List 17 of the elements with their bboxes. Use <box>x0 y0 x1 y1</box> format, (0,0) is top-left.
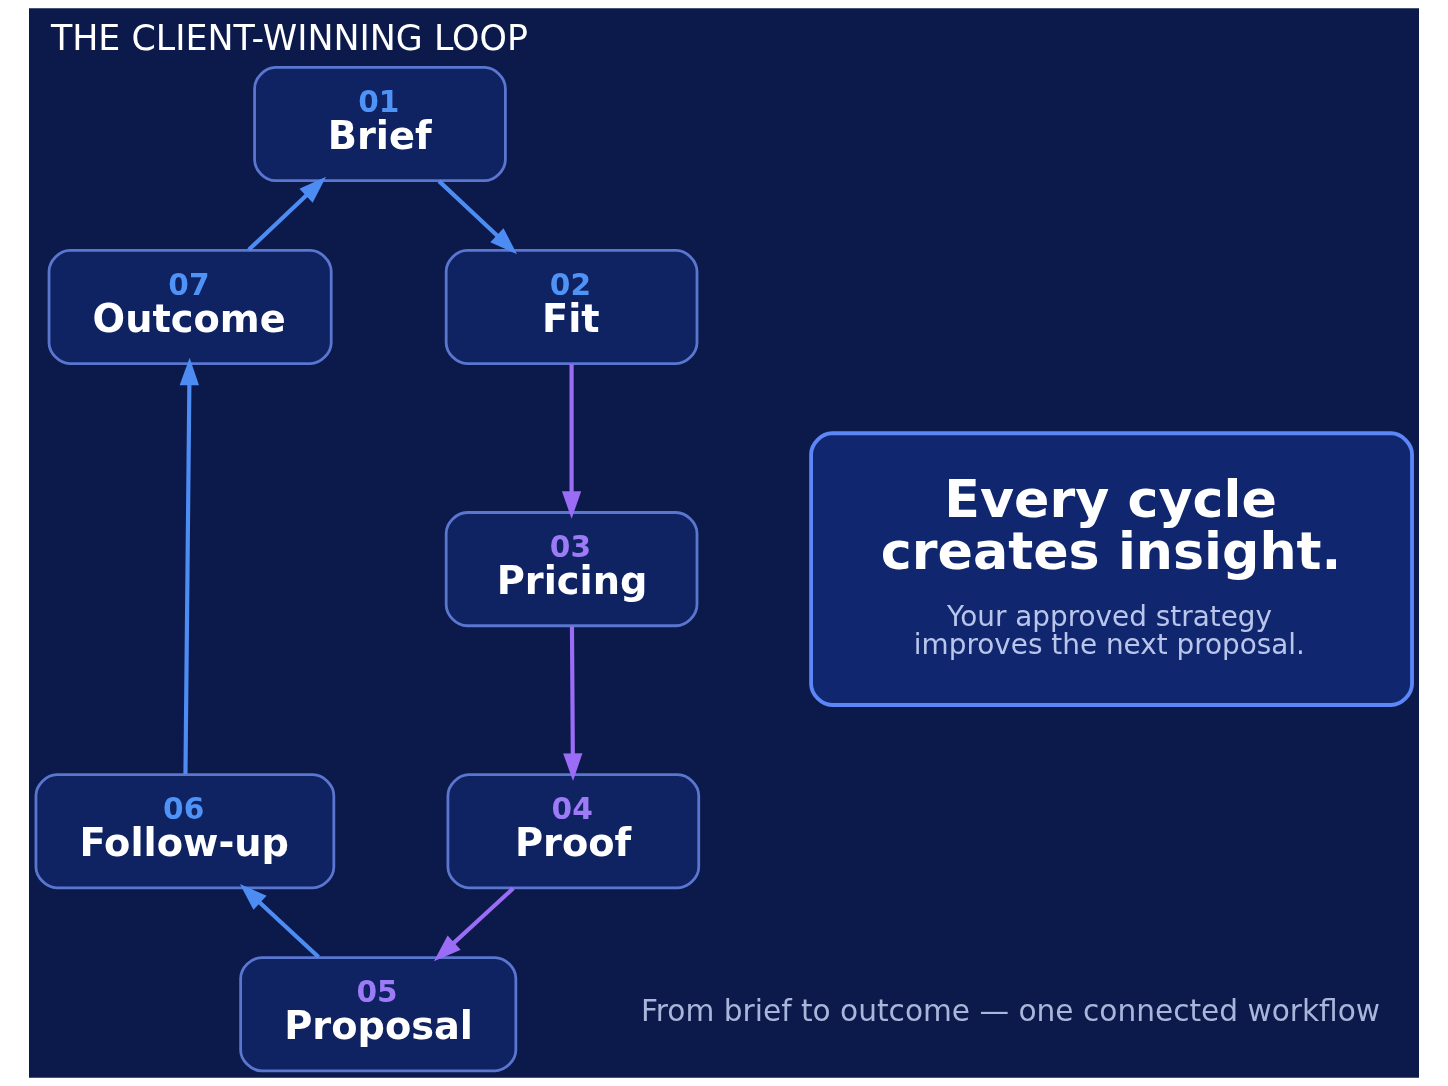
arrow <box>179 357 199 775</box>
node-box: 07 Outcome <box>47 248 333 365</box>
arrow <box>437 179 517 255</box>
arrow <box>247 176 327 252</box>
node-box: 03 Pricing <box>444 511 699 628</box>
node-box: 06 Follow-up <box>34 773 336 890</box>
arrow <box>563 626 583 781</box>
arrow <box>239 884 320 959</box>
caption: From brief to outcome — one connected workflow <box>640 994 1381 1029</box>
node-box: 05 Proposal <box>239 956 518 1073</box>
node-box: Every cycle creates insight. Your approved strategy improves the next proposal. <box>809 431 1414 707</box>
node-box: 01 Brief <box>253 66 507 183</box>
arrow <box>433 886 515 962</box>
node-box: 02 Fit <box>444 248 699 365</box>
arrow <box>561 364 582 519</box>
node-box: 04 Proof <box>446 773 701 890</box>
diagram-title: THE CLIENT-WINNING LOOP <box>50 18 528 59</box>
